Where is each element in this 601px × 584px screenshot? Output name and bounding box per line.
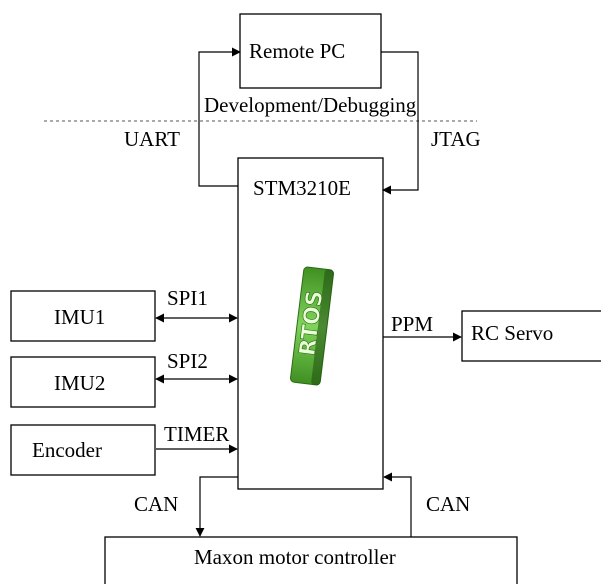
spi1-label: SPI1 xyxy=(167,286,208,310)
maxon-controller-block: Maxon motor controller xyxy=(104,536,518,584)
rc-servo-label: RC Servo xyxy=(471,321,553,345)
can-left-label: CAN xyxy=(134,492,178,516)
can-link-left xyxy=(195,476,238,537)
encoder-block: Encoder xyxy=(10,424,156,476)
uart-link xyxy=(198,47,241,187)
imu2-block: IMU2 xyxy=(10,356,156,408)
imu1-block: IMU1 xyxy=(10,290,156,342)
remote-pc-label: Remote PC xyxy=(249,39,345,63)
encoder-label: Encoder xyxy=(32,438,102,462)
dev-debug-label: Development/Debugging xyxy=(204,93,417,117)
can-link-right xyxy=(383,472,412,537)
ppm-label: PPM xyxy=(391,312,433,336)
jtag-label: JTAG xyxy=(431,127,481,151)
maxon-label: Maxon motor controller xyxy=(194,545,396,569)
timer-label: TIMER xyxy=(164,422,229,446)
mcu-label: STM3210E xyxy=(253,176,351,200)
can-right-label: CAN xyxy=(426,492,470,516)
imu1-label: IMU1 xyxy=(54,305,105,329)
remote-pc-block: Remote PC xyxy=(239,13,382,89)
jtag-link xyxy=(381,51,419,195)
imu2-label: IMU2 xyxy=(54,371,105,395)
uart-label: UART xyxy=(124,127,180,151)
spi2-label: SPI2 xyxy=(167,349,208,373)
rtos-logo: RTOS xyxy=(290,266,334,386)
rc-servo-block: RC Servo xyxy=(461,310,601,362)
